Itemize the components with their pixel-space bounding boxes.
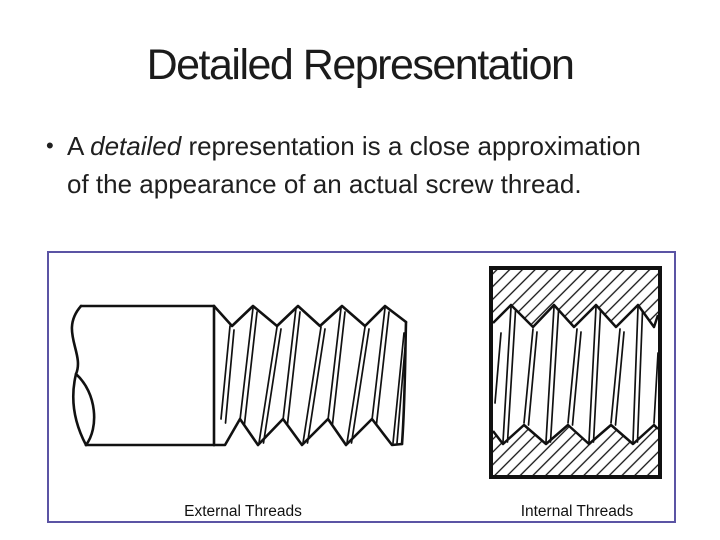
slide-title: Detailed Representation (146, 41, 575, 89)
bullet-text-emphasis: detailed (90, 131, 182, 161)
break-lines (70, 304, 96, 447)
thread-figure-frame: External Threads Internal Threads (47, 251, 676, 523)
bullet-text-suffix: representation is a close approximation … (67, 131, 641, 199)
external-threads-drawing (70, 304, 408, 447)
bullet-text: A detailed representation is a close app… (67, 127, 666, 203)
section-hatching (493, 270, 658, 477)
internal-thread-profile (492, 303, 660, 446)
nut-section-border (489, 266, 662, 479)
threads-diagram: External Threads Internal Threads (70, 266, 662, 520)
bullet-text-prefix: A (67, 131, 91, 161)
thread-flank-lines (220, 307, 406, 444)
thread-profile-outline (212, 304, 408, 447)
internal-threads-drawing (489, 266, 662, 479)
shaft-body (79, 304, 216, 447)
internal-flank-lines (494, 306, 658, 443)
external-threads-label: External Threads (184, 503, 302, 520)
bullet-item: • A detailed representation is a close a… (46, 127, 666, 203)
bullet-marker: • (46, 133, 54, 158)
internal-threads-label: Internal Threads (521, 503, 634, 520)
